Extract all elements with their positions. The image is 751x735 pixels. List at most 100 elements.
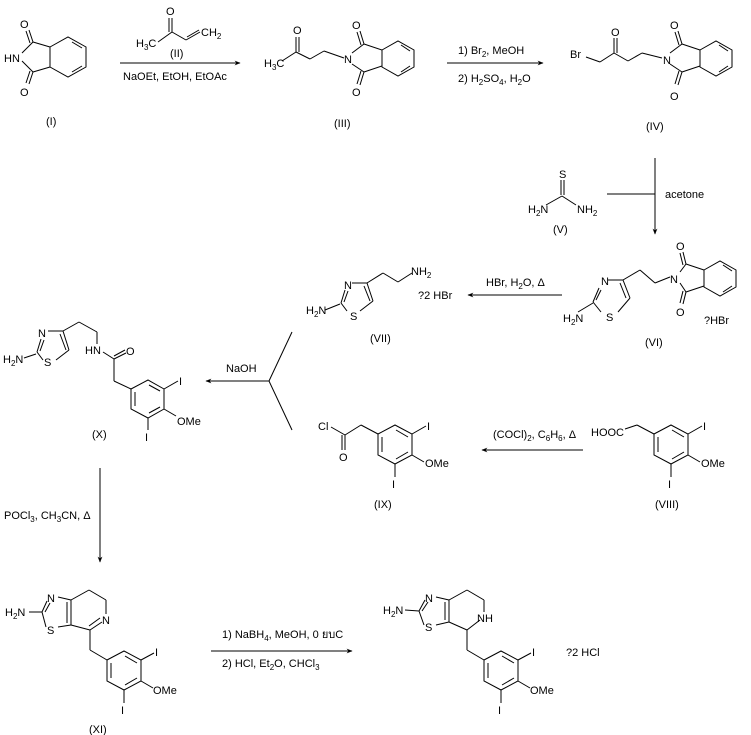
subscript: 2 <box>482 50 487 59</box>
atom-label: H <box>306 305 314 317</box>
compound-I: O HN O (I) <box>4 19 87 128</box>
reagent-text: O, CHCl <box>274 658 315 670</box>
svg-text:NH2: NH2 <box>411 266 432 280</box>
subscript: 4 <box>499 78 504 87</box>
atom-label: S <box>425 622 432 634</box>
atom-label: H <box>563 313 571 325</box>
atom-label: S <box>350 311 357 323</box>
atom-label: OMe <box>425 458 449 470</box>
salt-label: ?2 HBr <box>418 290 453 302</box>
atom-label: I <box>179 376 182 388</box>
reagent-text: , Δ <box>563 429 577 441</box>
subscript: 6 <box>558 434 563 443</box>
subscript: 3 <box>272 63 277 72</box>
atom-label: H <box>136 38 144 50</box>
svg-text:H2N: H2N <box>3 354 23 368</box>
reagent-text: CN, Δ <box>61 510 91 522</box>
atom-label: S <box>44 357 51 369</box>
atom-label: HN <box>4 53 20 65</box>
atom-label: S <box>606 312 613 324</box>
svg-text:2) HCl, Et2O, CHCl3: 2) HCl, Et2O, CHCl3 <box>222 658 320 672</box>
atom-label: H <box>5 607 13 619</box>
subscript: 3 <box>57 515 62 524</box>
atom-label: H <box>528 204 536 216</box>
salt-label: ?HBr <box>704 315 729 327</box>
svg-text:H2N: H2N <box>528 204 548 218</box>
atom-label: H <box>383 605 391 617</box>
compound-III-bonds <box>281 30 415 86</box>
compound-XI-bonds <box>29 589 155 703</box>
atom-label: Cl <box>318 421 328 433</box>
reagent-text: NaOH <box>226 363 257 375</box>
svg-text:1) NaBH4, MeOH, 0 ยบC: 1) NaBH4, MeOH, 0 ยบC <box>222 629 343 643</box>
svg-text:1) Br2, MeOH: 1) Br2, MeOH <box>458 45 524 59</box>
reagent-text: O, Δ <box>523 277 546 289</box>
atom-label: N <box>47 593 55 605</box>
compound-IV-bonds <box>585 30 733 86</box>
reagent-text: , MeOH <box>486 45 524 57</box>
compound-VII: N S H2N NH2 ?2 HBr (VII) <box>306 266 453 345</box>
atom-label: I <box>427 421 430 433</box>
compound-VI: N S H2N N O O ?HBr (VI) <box>563 241 737 349</box>
reagent-text: O <box>522 73 531 85</box>
atom-label: O <box>166 6 175 18</box>
svg-text:H2N: H2N <box>383 605 403 619</box>
reagent-text: SO <box>483 73 499 85</box>
svg-text:H2N: H2N <box>5 607 25 621</box>
compound-label: (VIII) <box>655 499 679 511</box>
compound-VI-bonds <box>577 251 737 313</box>
compound-X-bonds <box>23 321 179 430</box>
subscript: 2 <box>11 359 16 368</box>
atom-label: N <box>318 305 326 317</box>
subscript: 2 <box>314 310 319 319</box>
compound-label: (III) <box>334 118 351 130</box>
subscript: 3 <box>315 663 320 672</box>
atom-label: N <box>102 615 110 627</box>
reagent-text: 1) Br <box>458 45 482 57</box>
compound-III: O H3C N O O (III) <box>264 20 415 130</box>
branch-line-bottom <box>268 380 293 431</box>
subscript: 3 <box>30 515 35 524</box>
svg-text:POCl3, CH3CN, Δ: POCl3, CH3CN, Δ <box>4 510 91 524</box>
atom-label: N <box>344 54 352 66</box>
subscript: 2 <box>391 610 396 619</box>
reagent-text: NaOEt, EtOH, EtOAc <box>123 71 227 83</box>
compound-VIII-bonds <box>624 424 703 477</box>
atom-label: S <box>47 625 54 637</box>
atom-label: HN <box>85 345 101 357</box>
subscript: 2 <box>270 663 275 672</box>
subscript: 2 <box>518 78 523 87</box>
compound-label: (II) <box>170 48 183 60</box>
atom-label: N <box>395 605 403 617</box>
atom-label: I <box>703 421 706 433</box>
atom-label: I <box>668 479 671 491</box>
compound-I-bonds <box>21 29 87 85</box>
atom-label: O <box>676 307 685 319</box>
atom-label: N <box>38 328 46 340</box>
reagent-text: acetone <box>665 189 704 201</box>
compound-IX-bonds <box>330 424 427 477</box>
svg-text:(COCl)2, C6H6, Δ: (COCl)2, C6H6, Δ <box>493 429 577 443</box>
atom-label: OMe <box>177 416 201 428</box>
atom-label: I <box>145 432 148 444</box>
svg-text:H3C: H3C <box>136 38 156 52</box>
atom-label: S <box>559 169 566 181</box>
svg-text:CH2: CH2 <box>201 27 222 41</box>
atom-label: I <box>155 647 158 659</box>
atom-label: I <box>498 705 501 717</box>
subscript: 2 <box>536 209 541 218</box>
reagent-text: POCl <box>4 510 30 522</box>
atom-label: N <box>663 55 671 67</box>
atom-label: O <box>611 27 620 39</box>
reagent-text: 2) H <box>458 73 479 85</box>
atom-label: N <box>17 607 25 619</box>
atom-label: NH <box>577 204 593 216</box>
atom-label: O <box>676 241 685 253</box>
atom-label: N <box>344 280 352 292</box>
subscript: 3 <box>144 43 149 52</box>
reagent-text: 2) HCl, Et <box>222 658 270 670</box>
compound-label: (V) <box>553 224 568 236</box>
reagent-text: 1) NaBH <box>222 629 264 641</box>
atom-label: I <box>392 479 395 491</box>
